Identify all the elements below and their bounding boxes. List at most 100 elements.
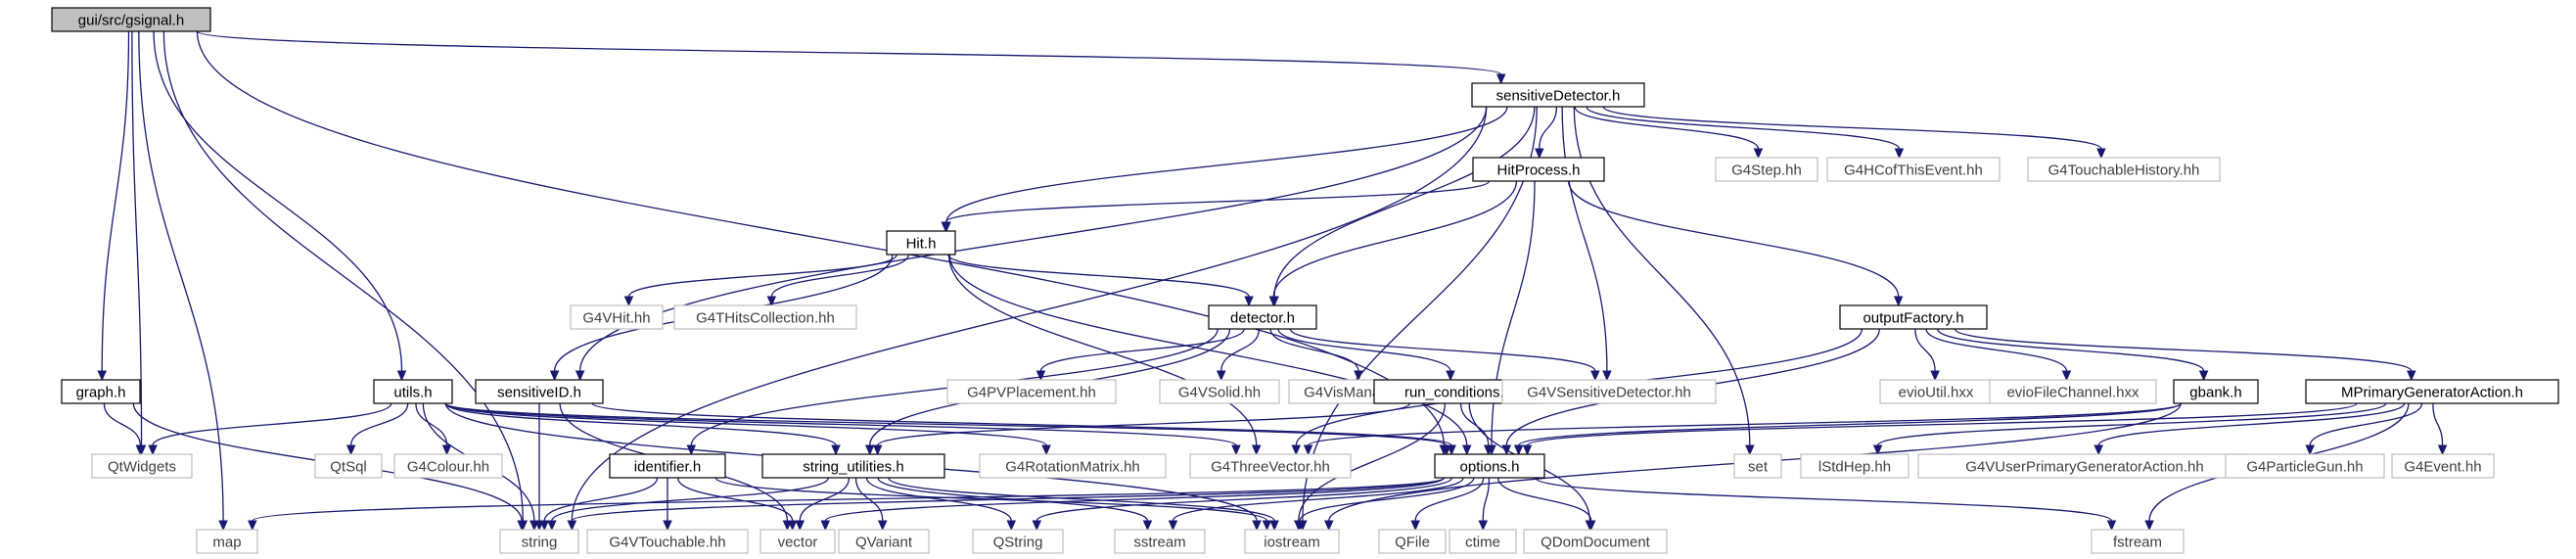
node-G4TouchableHistory: G4TouchableHistory.hh bbox=[2027, 157, 2221, 182]
node-label: G4PVPlacement.hh bbox=[967, 385, 1096, 401]
node-graph[interactable]: graph.h bbox=[61, 379, 141, 404]
node-utils[interactable]: utils.h bbox=[373, 379, 453, 404]
edge-gsignal-to-graph bbox=[97, 30, 130, 382]
edge-MPrimaryGeneratorAction-to-options bbox=[1522, 402, 2358, 456]
node-label: G4ParticleGun.hh bbox=[2246, 459, 2363, 476]
edge-gsignal-to-utils bbox=[153, 30, 407, 382]
node-identifier[interactable]: identifier.h bbox=[609, 453, 726, 479]
edge-options-to-iostream bbox=[1295, 477, 1475, 532]
node-label: sensitiveDetector.h bbox=[1496, 88, 1621, 105]
edge-utils-to-G4Colour bbox=[415, 402, 452, 456]
node-gbank[interactable]: gbank.h bbox=[2173, 379, 2259, 404]
node-MPrimaryGeneratorAction[interactable]: MPrimaryGeneratorAction.h bbox=[2305, 379, 2559, 404]
node-label: string_utilities.h bbox=[803, 459, 903, 476]
node-label: G4VTouchable.hh bbox=[609, 535, 725, 551]
node-options[interactable]: options.h bbox=[1434, 453, 1545, 479]
node-label: gbank.h bbox=[2189, 385, 2241, 401]
node-label: string bbox=[522, 535, 558, 551]
edge-options-to-QFile bbox=[1410, 477, 1485, 532]
edge-sensitiveDetector-to-detector bbox=[1269, 106, 1536, 307]
node-label: utils.h bbox=[393, 385, 432, 401]
edge-identifier-to-vector bbox=[676, 477, 798, 532]
edge-options-to-fstream bbox=[1535, 477, 2117, 532]
edge-sensitiveID-to-string bbox=[534, 403, 544, 532]
edge-utils-to-G4ThreeVector bbox=[444, 402, 1241, 456]
node-label: evioUtil.hxx bbox=[1899, 385, 1974, 401]
node-label: fstream bbox=[2113, 535, 2162, 551]
edge-HitProcess-to-outputFactory bbox=[1567, 180, 1904, 307]
node-label: QFile bbox=[1395, 535, 1430, 551]
edge-HitProcess-to-detector bbox=[1268, 180, 1518, 307]
node-QFile: QFile bbox=[1378, 529, 1447, 554]
edge-MPrimaryGeneratorAction-to-G4Event bbox=[2432, 402, 2448, 456]
node-label: outputFactory.h bbox=[1863, 310, 1963, 327]
node-string: string bbox=[499, 529, 579, 554]
node-G4HCofThisEvent: G4HCofThisEvent.hh bbox=[1826, 157, 2001, 182]
edge-detector-to-G4VisManager bbox=[1269, 328, 1363, 382]
edge-MPrimaryGeneratorAction-to-G4VUserPrimaryGeneratorAction bbox=[2093, 402, 2406, 456]
edge-options-to-map bbox=[248, 477, 1445, 532]
edge-gbank-to-G4ThreeVector bbox=[1303, 402, 2182, 456]
node-detector[interactable]: detector.h bbox=[1208, 304, 1317, 330]
node-sensitiveDetector[interactable]: sensitiveDetector.h bbox=[1471, 82, 1645, 108]
edge-string_utilities-to-string bbox=[547, 477, 829, 532]
node-G4VUserPrimaryGeneratorAction: G4VUserPrimaryGeneratorAction.hh bbox=[1917, 453, 2252, 479]
node-G4VSolid: G4VSolid.hh bbox=[1159, 379, 1280, 404]
node-label: gui/src/gsignal.h bbox=[78, 13, 184, 29]
edge-utils-to-string_utilities bbox=[444, 402, 841, 456]
node-label: options.h bbox=[1460, 459, 1520, 476]
edge-options-to-QString bbox=[1032, 477, 1453, 532]
node-label: graph.h bbox=[76, 385, 126, 401]
node-label: G4HCofThisEvent.hh bbox=[1844, 163, 1983, 179]
node-sensitiveID[interactable]: sensitiveID.h bbox=[475, 379, 604, 404]
node-label: G4VSolid.hh bbox=[1178, 385, 1261, 401]
node-string-utilities[interactable]: string_utilities.h bbox=[761, 453, 945, 479]
edges-layer bbox=[97, 30, 2448, 532]
node-gsignal[interactable]: gui/src/gsignal.h bbox=[51, 7, 211, 32]
edge-options-to-QDomDocument bbox=[1496, 477, 1596, 532]
node-label: G4Colour.hh bbox=[407, 459, 489, 476]
node-G4THitsCollection: G4THitsCollection.hh bbox=[673, 304, 857, 330]
node-label: identifier.h bbox=[634, 459, 701, 476]
edge-utils-to-QtSql bbox=[345, 402, 409, 456]
node-G4VTouchable: G4VTouchable.hh bbox=[586, 529, 749, 554]
node-QString: QString bbox=[972, 529, 1064, 554]
node-label: lStdHep.hh bbox=[1818, 459, 1891, 476]
edge-MPrimaryGeneratorAction-to-lStdHep bbox=[1872, 402, 2387, 456]
edge-sensitiveDetector-to-G4HCofThisEvent bbox=[1586, 106, 1905, 160]
edge-sensitiveDetector-to-G4TouchableHistory bbox=[1602, 106, 2106, 160]
node-sstream: sstream bbox=[1114, 529, 1206, 554]
node-QtWidgets: QtWidgets bbox=[91, 453, 193, 479]
node-label: iostream bbox=[1264, 535, 1320, 551]
edge-sensitiveDetector-to-HitProcess bbox=[1535, 106, 1558, 160]
node-outputFactory[interactable]: outputFactory.h bbox=[1839, 304, 1988, 330]
edge-HitProcess-to-Hit bbox=[941, 180, 1491, 233]
node-vector: vector bbox=[759, 529, 836, 554]
edge-gbank-to-options bbox=[1513, 402, 2182, 456]
node-label: G4VUserPrimaryGeneratorAction.hh bbox=[1965, 459, 2203, 476]
edge-Hit-to-G4ThreeVector bbox=[947, 254, 1262, 456]
edge-sensitiveDetector-to-G4VSensitiveDetector bbox=[1561, 106, 1612, 382]
edge-options-to-string bbox=[567, 477, 1445, 532]
edge-outputFactory-to-MPrimaryGeneratorAction bbox=[1954, 328, 2416, 382]
node-label: Hit.h bbox=[906, 236, 937, 253]
node-Hit[interactable]: Hit.h bbox=[886, 230, 956, 256]
edge-gsignal-to-sensitiveDetector bbox=[196, 30, 1506, 85]
node-G4Event: G4Event.hh bbox=[2391, 453, 2495, 479]
node-label: G4Step.hh bbox=[1731, 163, 1802, 179]
node-evioUtil: evioUtil.hxx bbox=[1879, 379, 1993, 404]
node-HitProcess[interactable]: HitProcess.h bbox=[1472, 157, 1605, 182]
node-label: G4THitsCollection.hh bbox=[696, 310, 835, 327]
edge-Hit-to-G4THitsCollection bbox=[766, 254, 909, 307]
node-label: G4RotationMatrix.hh bbox=[1005, 459, 1140, 476]
edge-string_utilities-to-QString bbox=[865, 477, 1017, 532]
node-set: set bbox=[1733, 453, 1782, 479]
node-G4ParticleGun: G4ParticleGun.hh bbox=[2225, 453, 2385, 479]
edge-utils-to-QtWidgets bbox=[148, 402, 392, 456]
edge-sensitiveDetector-to-sensitiveID bbox=[575, 106, 1488, 382]
edge-options-to-ctime bbox=[1478, 477, 1491, 532]
node-fstream: fstream bbox=[2091, 529, 2185, 554]
edge-run_conditions-to-options bbox=[1459, 402, 1494, 456]
node-ctime: ctime bbox=[1449, 529, 1517, 554]
